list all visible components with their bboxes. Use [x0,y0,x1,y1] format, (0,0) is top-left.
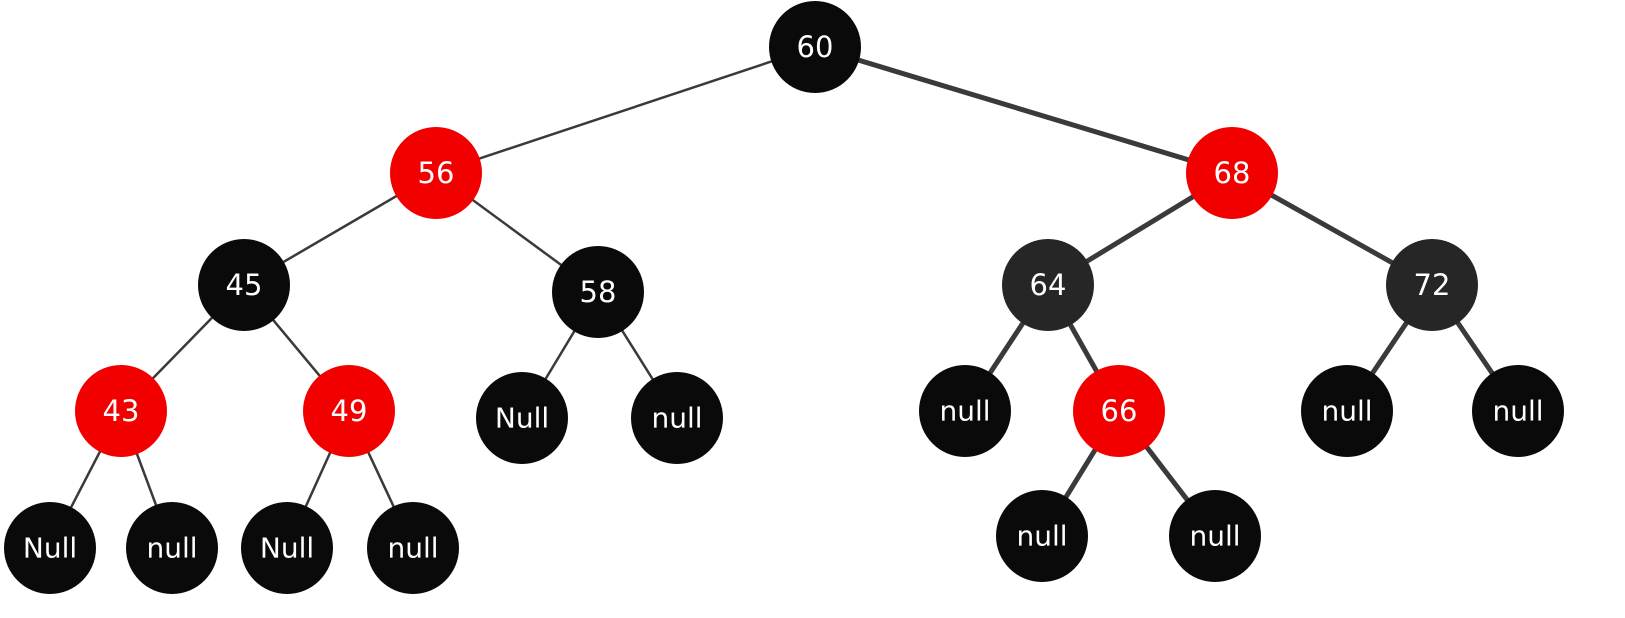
node-label: 49 [331,394,368,428]
node-label: 66 [1101,394,1138,428]
node-label: null [1492,395,1543,428]
node-label: Null [495,402,549,435]
nil-leaf-node: Null [476,372,568,464]
node-circle-black [919,365,1011,457]
nil-leaf-node: null [126,502,218,594]
tree-node-72: 72 [1386,239,1478,331]
node-label: Null [23,532,77,565]
node-circle-black [126,502,218,594]
node-label: 43 [103,394,140,428]
node-circle-dark [1002,239,1094,331]
nil-leaf-node: null [631,372,723,464]
edge-n60-to-n56 [435,45,816,175]
nil-leaf-node: null [1169,490,1261,582]
node-label: null [146,532,197,565]
node-label: 68 [1214,156,1251,190]
node-label: 56 [418,156,455,190]
node-label: 58 [580,275,617,309]
node-circle-black [367,502,459,594]
tree-node-68: 68 [1186,127,1278,219]
node-circle-black [241,502,333,594]
node-label: null [1189,520,1240,553]
node-label: 64 [1030,268,1067,302]
node-label: null [651,402,702,435]
node-circle-black [4,502,96,594]
tree-node-45: 45 [198,239,290,331]
node-circle-black [1472,365,1564,457]
node-label: 60 [797,30,834,64]
tree-node-56: 56 [390,127,482,219]
tree-node-66: 66 [1073,365,1165,457]
node-circle-black [769,1,861,93]
node-circle-red [390,127,482,219]
nil-leaf-node: null [1472,365,1564,457]
node-circle-black [996,490,1088,582]
node-label: 72 [1414,268,1451,302]
tree-node-64: 64 [1002,239,1094,331]
node-circle-black [1301,365,1393,457]
nil-leaf-node: null [919,365,1011,457]
tree-node-43: 43 [75,365,167,457]
node-circle-red [1186,127,1278,219]
edge-n60-to-n68 [814,44,1233,176]
node-circle-red [75,365,167,457]
node-label: null [1016,520,1067,553]
node-label: null [939,395,990,428]
node-label: null [1321,395,1372,428]
node-circle-red [303,365,395,457]
node-circle-dark [1386,239,1478,331]
nil-leaf-node: null [367,502,459,594]
node-circle-black [552,246,644,338]
nil-leaf-node: Null [241,502,333,594]
node-circle-black [476,372,568,464]
node-circle-black [198,239,290,331]
nil-leaf-node: null [996,490,1088,582]
tree-node-60: 60 [769,1,861,93]
nil-leaf-node: null [1301,365,1393,457]
node-label: 45 [226,268,263,302]
node-circle-black [1169,490,1261,582]
nil-leaf-node: Null [4,502,96,594]
node-label: Null [260,532,314,565]
node-circle-red [1073,365,1165,457]
node-circle-black [631,372,723,464]
node-label: null [387,532,438,565]
tree-node-58: 58 [552,246,644,338]
tree-node-49: 49 [303,365,395,457]
